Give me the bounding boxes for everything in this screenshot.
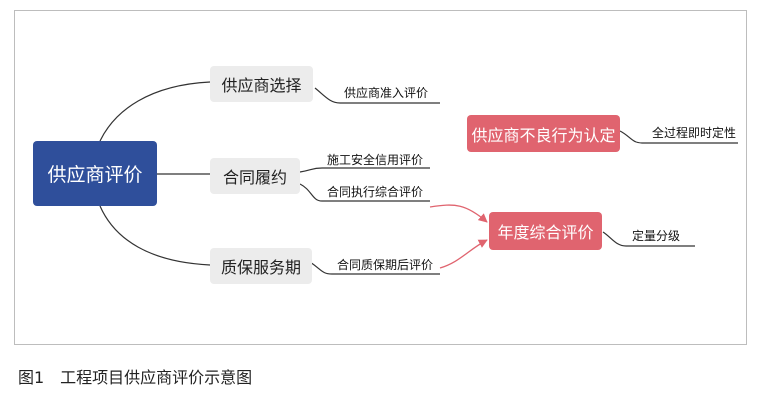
root-to-warranty-link xyxy=(99,205,211,266)
root-to-supplier-selection-link xyxy=(99,81,211,142)
figure-caption: 图1 工程项目供应商评价示意图 xyxy=(18,368,253,387)
node-annual-comprehensive-evaluation: 年度综合评价 xyxy=(489,212,602,250)
branch-node-warranty-period: 质保服务期 xyxy=(210,248,312,284)
supplier-selection-leaf-link xyxy=(314,87,440,104)
contract-leaf1-link xyxy=(299,167,430,173)
leaf-construction-safety-credit-evaluation: 施工安全信用评价 xyxy=(327,153,424,167)
contract-leaf2-link xyxy=(299,183,430,202)
arrow-warranty-to-annual xyxy=(439,239,488,269)
branch-node-contract-performance: 合同履约 xyxy=(210,158,300,194)
leaf-contract-execution-evaluation: 合同执行综合评价 xyxy=(327,185,424,199)
root-node-supplier-evaluation: 供应商评价 xyxy=(33,141,157,206)
bad-behavior-leaf-link xyxy=(619,130,738,144)
leaf-post-warranty-evaluation: 合同质保期后评价 xyxy=(337,258,434,272)
warranty-leaf-link xyxy=(309,261,440,275)
node-bad-behavior-determination: 供应商不良行为认定 xyxy=(467,115,620,152)
branch-node-supplier-selection: 供应商选择 xyxy=(210,66,313,102)
leaf-quantitative-grading: 定量分级 xyxy=(632,229,681,243)
leaf-supplier-admission-evaluation: 供应商准入评价 xyxy=(344,86,429,100)
arrow-contract-to-annual xyxy=(429,204,488,223)
leaf-full-process-realtime-qualification: 全过程即时定性 xyxy=(652,126,737,140)
annual-leaf-link xyxy=(602,231,695,247)
